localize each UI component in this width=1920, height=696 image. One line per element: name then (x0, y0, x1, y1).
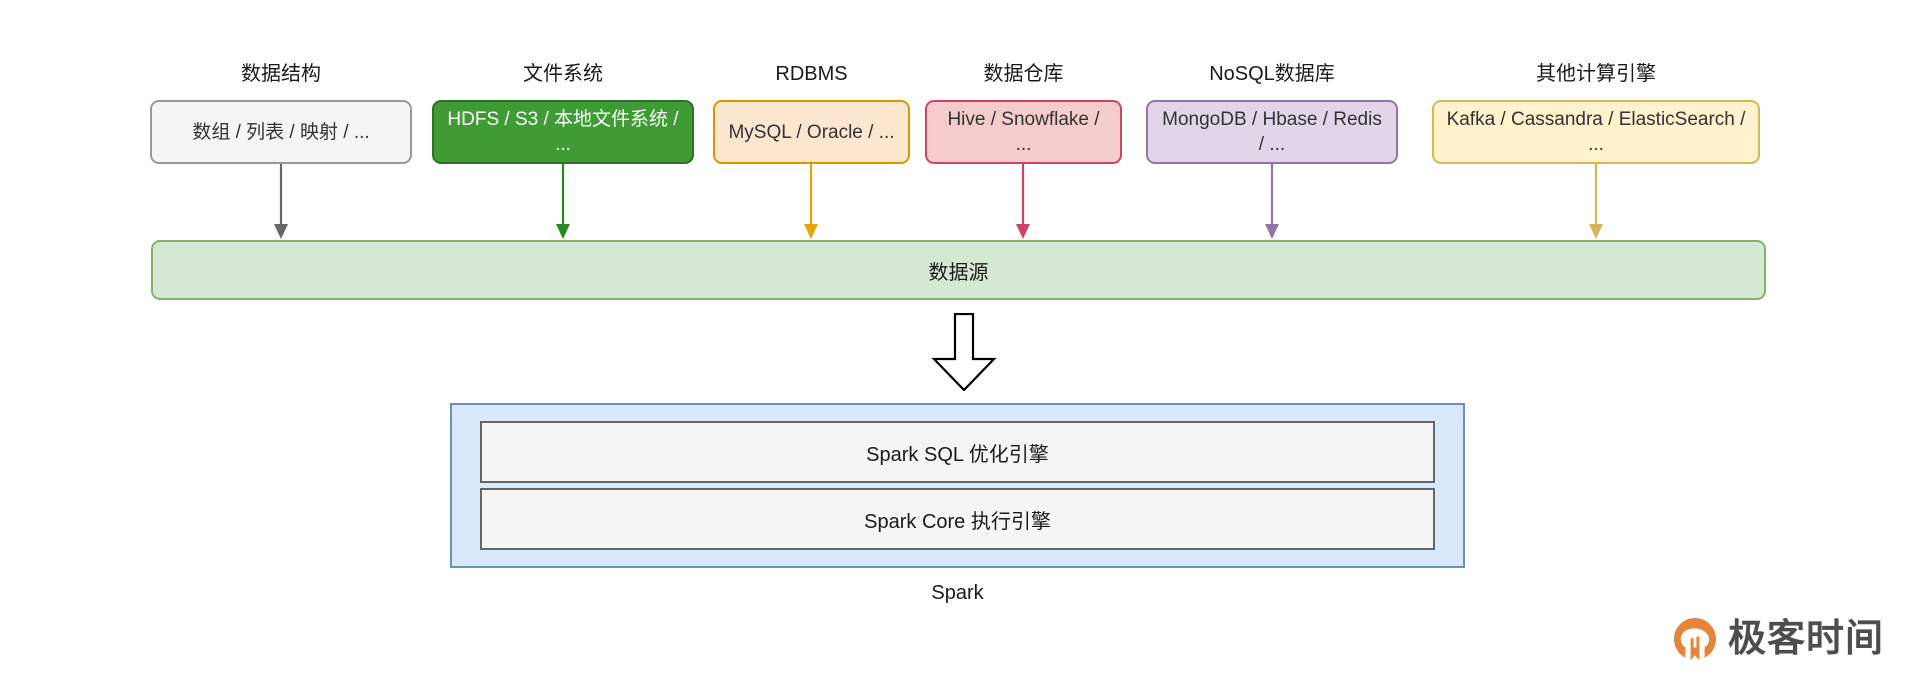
source-box-data-warehouse[interactable]: Hive / Snowflake / ... (925, 100, 1122, 164)
source-box-data-structure[interactable]: 数组 / 列表 / 映射 / ... (150, 100, 412, 164)
datasource-bar[interactable]: 数据源 (151, 240, 1766, 300)
spark-layer-core[interactable]: Spark Core 执行引擎 (480, 488, 1435, 550)
spark-layer-sql-label: Spark SQL 优化引擎 (866, 443, 1049, 466)
connector-arrow-rdbms (804, 164, 818, 239)
watermark-text: 极客时间 (1728, 618, 1885, 660)
source-box-other-compute-engine[interactable]: Kafka / Cassandra / ElasticSearch / ... (1432, 100, 1760, 164)
spark-layer-core-label: Spark Core 执行引擎 (864, 510, 1051, 533)
watermark-logo: 极客时间 (1672, 616, 1884, 662)
source-box-nosql-database[interactable]: MongoDB / Hbase / Redis / ... (1146, 100, 1398, 164)
column-title-data-warehouse: 数据仓库 (983, 63, 1064, 85)
source-box-file-system[interactable]: HDFS / S3 / 本地文件系统 / ... (432, 100, 694, 164)
connector-arrow-data-structure (274, 164, 288, 239)
spark-container[interactable]: Spark SQL 优化引擎 Spark Core 执行引擎 (450, 403, 1465, 568)
spark-layer-sql[interactable]: Spark SQL 优化引擎 (480, 421, 1435, 483)
connector-arrow-data-warehouse (1016, 164, 1030, 239)
connector-arrow-nosql-database (1265, 164, 1279, 239)
column-title-rdbms: RDBMS (775, 63, 848, 85)
down-block-arrow-icon (931, 313, 997, 391)
column-title-other-compute-engine: 其他计算引擎 (1536, 63, 1656, 85)
column-title-data-structure: 数据结构 (241, 63, 321, 85)
column-title-nosql-database: NoSQL数据库 (1209, 63, 1335, 85)
connector-arrow-file-system (556, 164, 570, 239)
datasource-bar-label: 数据源 (928, 261, 989, 284)
geektime-logo-icon (1674, 618, 1716, 661)
source-box-rdbms[interactable]: MySQL / Oracle / ... (713, 100, 910, 164)
column-title-file-system: 文件系统 (523, 63, 603, 85)
spark-caption: Spark (931, 582, 984, 604)
connector-arrow-other-compute-engine (1589, 164, 1603, 239)
